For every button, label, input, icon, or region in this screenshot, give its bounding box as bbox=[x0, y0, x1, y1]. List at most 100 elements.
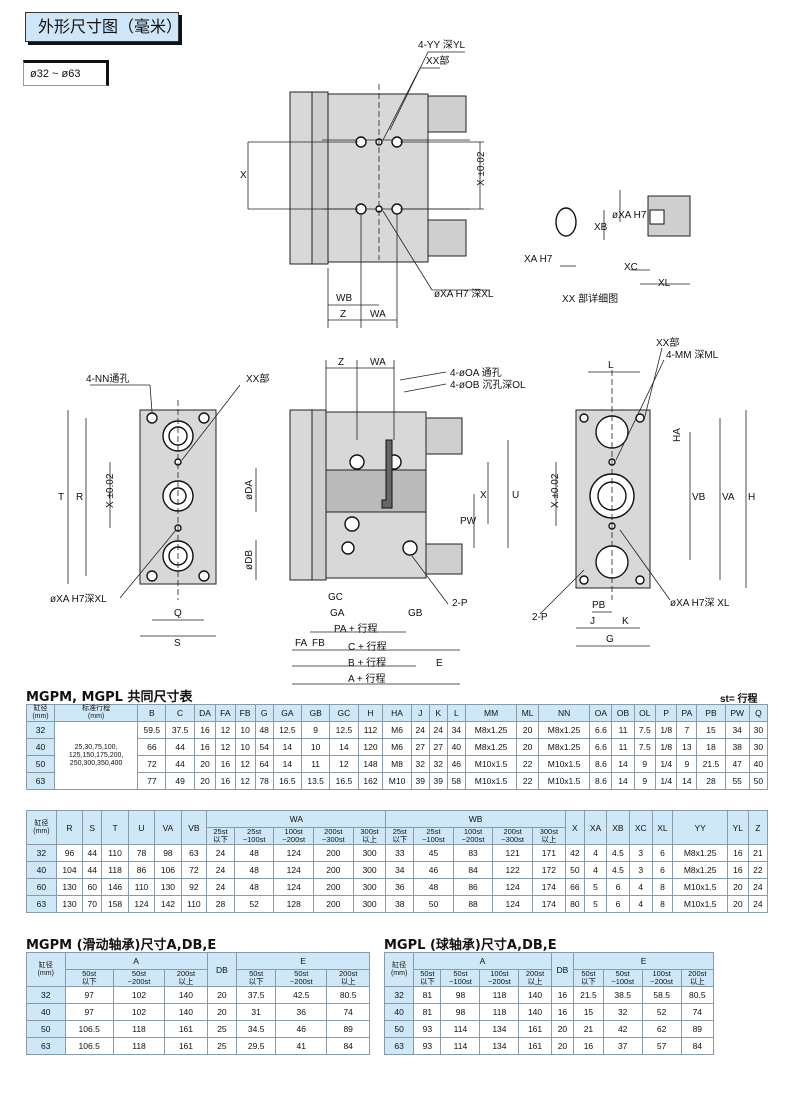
table-cell: 34 bbox=[446, 721, 466, 739]
table-cell: 60 bbox=[82, 878, 103, 896]
table-cell: 9 bbox=[633, 755, 657, 773]
table-cell: 158 bbox=[101, 895, 129, 913]
svg-text:XA H7: XA H7 bbox=[524, 254, 553, 265]
table-cell: 32 bbox=[26, 844, 57, 862]
table-cell: 50 bbox=[26, 755, 55, 773]
table-cell: 118 bbox=[479, 986, 520, 1004]
mgpl-table: 缸径 (mm) A DB E 50st 以下 50st ~100st 100st… bbox=[383, 952, 715, 1055]
table-cell: 37.5 bbox=[236, 986, 277, 1004]
table-cell: M10x1.5 bbox=[537, 755, 591, 773]
table-cell: 39 bbox=[410, 772, 430, 790]
table-cell: 130 bbox=[154, 878, 182, 896]
table-cell: 12 bbox=[329, 755, 359, 773]
table-cell: 38 bbox=[724, 738, 750, 756]
table-cell: 124 bbox=[273, 878, 315, 896]
table-cell: 57 bbox=[641, 1037, 682, 1055]
table-cell: 12.5 bbox=[329, 721, 359, 739]
table-cell: 6 bbox=[651, 861, 674, 879]
table-cell: M8x1.25 bbox=[464, 738, 518, 756]
table-cell: 300 bbox=[352, 878, 387, 896]
table-cell: 81 bbox=[413, 1003, 442, 1021]
page-title: 外形尺寸图（毫米） bbox=[25, 12, 182, 42]
technical-drawing: 4-YY 深YL XX部 X X ±0.02 WB Z WA øXA H7 深X… bbox=[50, 39, 755, 685]
table-cell: 13 bbox=[676, 738, 698, 756]
table-cell: 15 bbox=[696, 721, 726, 739]
table-cell: 34 bbox=[724, 721, 750, 739]
svg-text:S: S bbox=[174, 638, 181, 649]
table-cell: 52 bbox=[641, 1003, 682, 1021]
table-cell: 41 bbox=[275, 1037, 328, 1055]
svg-text:X ±0.02: X ±0.02 bbox=[476, 151, 487, 186]
table-cell: 118 bbox=[101, 861, 129, 879]
table-cell: 63 bbox=[383, 1037, 415, 1055]
table-cell: 28 bbox=[696, 772, 726, 790]
table-cell: M6 bbox=[382, 721, 412, 739]
table-cell: 124 bbox=[273, 844, 315, 862]
table-cell: 80.5 bbox=[326, 986, 370, 1004]
table-cell: 6 bbox=[651, 844, 674, 862]
table-cell: M10 bbox=[382, 772, 412, 790]
table1-note: st= 行程 bbox=[720, 694, 758, 705]
table-cell: 86 bbox=[452, 878, 494, 896]
table-cell: 9 bbox=[676, 755, 698, 773]
table-cell: 48 bbox=[233, 844, 275, 862]
dimension-table-2: 缸径 (mm) R S T U VA VB WA WB X XA XB XC X… bbox=[26, 810, 769, 913]
table4-title: MGPL (球轴承)尺寸A,DB,E bbox=[384, 938, 557, 953]
table-cell: 72 bbox=[180, 861, 208, 879]
table-cell: 44 bbox=[165, 755, 195, 773]
table-cell: 22 bbox=[747, 861, 769, 879]
table-cell: 161 bbox=[518, 1020, 552, 1038]
table-cell: 161 bbox=[164, 1020, 208, 1038]
table-cell: 48 bbox=[254, 721, 274, 739]
table-cell: 14 bbox=[611, 755, 635, 773]
table-cell: 106.5 bbox=[64, 1020, 114, 1038]
table-cell: 66 bbox=[137, 738, 167, 756]
table-cell: 140 bbox=[164, 986, 208, 1004]
svg-text:VB: VB bbox=[692, 492, 706, 503]
table-cell: 78 bbox=[254, 772, 274, 790]
table-cell: 8.6 bbox=[589, 755, 613, 773]
table-cell: 20 bbox=[550, 1037, 575, 1055]
table-cell: 66 bbox=[564, 878, 585, 896]
table-cell: 14 bbox=[676, 772, 698, 790]
svg-text:K: K bbox=[622, 616, 629, 627]
table-cell: 42 bbox=[564, 844, 585, 862]
table-cell: 16.5 bbox=[272, 772, 302, 790]
table-cell: 124 bbox=[127, 895, 156, 913]
table-cell: 93 bbox=[413, 1020, 442, 1038]
table-cell: 124 bbox=[273, 861, 315, 879]
table-cell: 59.5 bbox=[137, 721, 167, 739]
table-cell: 106.5 bbox=[64, 1037, 114, 1055]
table-cell: 10 bbox=[234, 721, 256, 739]
table-cell: 5 bbox=[583, 895, 608, 913]
table-cell: 1/8 bbox=[655, 721, 678, 739]
table-cell: 12 bbox=[215, 721, 236, 739]
svg-text:HA: HA bbox=[672, 428, 683, 442]
table-cell: 118 bbox=[479, 1003, 520, 1021]
table-cell: 130 bbox=[55, 878, 84, 896]
table-cell: 33 bbox=[385, 844, 415, 862]
table-cell: 300 bbox=[352, 861, 387, 879]
table-cell: 8 bbox=[651, 895, 674, 913]
table-cell: 27 bbox=[410, 738, 430, 756]
table-cell: 92 bbox=[180, 878, 208, 896]
table-cell: 4 bbox=[583, 861, 608, 879]
table-cell: 29.5 bbox=[236, 1037, 277, 1055]
svg-text:X: X bbox=[480, 490, 487, 501]
table-cell: 16 bbox=[727, 844, 749, 862]
table-cell: 39 bbox=[428, 772, 448, 790]
table-cell: 300 bbox=[352, 844, 387, 862]
table-cell: 7.5 bbox=[633, 721, 657, 739]
table-cell: 6 bbox=[606, 878, 630, 896]
table-cell: 34 bbox=[385, 861, 415, 879]
table-cell: 47 bbox=[724, 755, 750, 773]
table-cell: 32 bbox=[428, 755, 448, 773]
table-cell: 6.6 bbox=[589, 721, 613, 739]
table-cell: 11 bbox=[611, 721, 635, 739]
